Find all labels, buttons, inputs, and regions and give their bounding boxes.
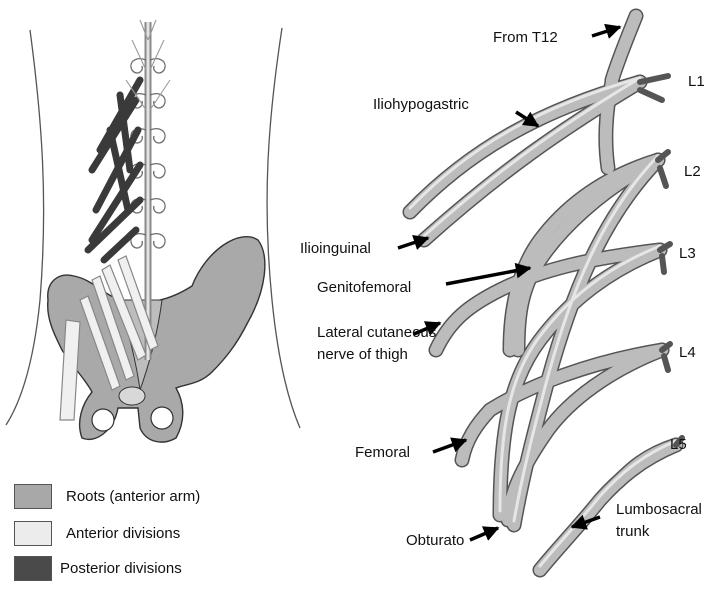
- label-lumbosacral-trunk: Lumbosacral trunk: [616, 499, 721, 543]
- torso-outline-right: [267, 28, 300, 428]
- arrow-obturator: [470, 528, 498, 540]
- label-femoral: Femoral: [355, 444, 410, 461]
- label-l1: L1: [688, 73, 705, 90]
- legend-swatch-posterior: [14, 556, 52, 581]
- label-from-t12: From T12: [493, 29, 558, 46]
- label-l4: L4: [679, 344, 696, 361]
- pubic-symphysis: [119, 387, 145, 405]
- legend-item-roots: Roots (anterior arm): [14, 484, 200, 509]
- label-ilioinguinal: Ilioinguinal: [300, 240, 371, 257]
- label-l2: L2: [684, 163, 701, 180]
- obturator-foramen-right: [151, 407, 173, 429]
- legend-item-posterior: Posterior divisions: [14, 556, 182, 581]
- label-iliohypogastric: Iliohypogastric: [373, 96, 469, 113]
- label-lateral-cutaneous: Lateral cutaneous nerve of thigh: [317, 322, 439, 366]
- obturator-foramen-left: [92, 409, 114, 431]
- legend-swatch-roots: [14, 484, 52, 509]
- label-genitofemoral: Genitofemoral: [317, 279, 411, 296]
- torso-outline: [6, 30, 44, 425]
- torso-pelvis-drawing: [6, 20, 300, 442]
- label-l3: L3: [679, 245, 696, 262]
- legend-swatch-anterior: [14, 521, 52, 546]
- label-obturator: Obturato: [406, 532, 464, 549]
- legend-label-anterior: Anterior divisions: [66, 525, 180, 542]
- posterior-divisions: [88, 80, 140, 260]
- legend-item-anterior: Anterior divisions: [14, 521, 180, 546]
- legend-label-roots: Roots (anterior arm): [66, 488, 200, 505]
- legend-label-posterior: Posterior divisions: [60, 560, 182, 577]
- label-l5: L5: [670, 436, 687, 453]
- arrow-from-t12: [592, 27, 620, 36]
